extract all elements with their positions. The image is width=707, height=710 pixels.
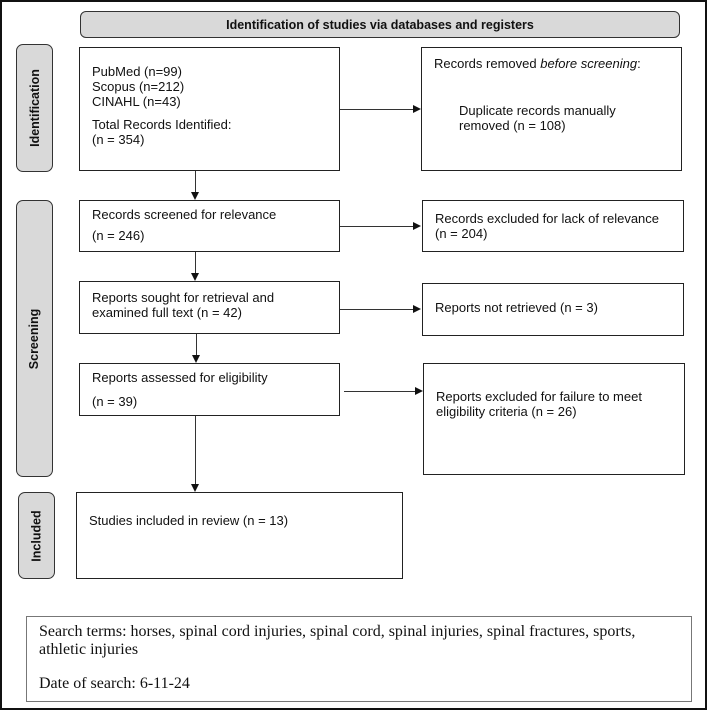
source-scopus: Scopus (n=212) (92, 79, 185, 94)
excluded-eligibility-text: Reports excluded for failure to meet eli… (436, 389, 642, 419)
arrow-down-icon (192, 355, 200, 363)
studies-included-box: Studies included in review (n = 13) (76, 492, 403, 579)
removed-prefix: Records removed (434, 56, 541, 71)
arrow-line (195, 416, 196, 484)
arrow-down-icon (191, 484, 199, 492)
arrow-right-icon (413, 105, 421, 113)
removed-heading: Records removed before screening: (434, 56, 669, 71)
phase-label: Included (29, 509, 44, 562)
phase-label: Identification (27, 69, 42, 147)
screened-label: Records screened for relevance (92, 207, 277, 222)
removed-suffix: : (637, 56, 641, 71)
phase-screening: Screening (16, 200, 53, 477)
arrow-line (344, 391, 416, 392)
assessed-label: Reports assessed for eligibility (92, 370, 268, 385)
arrow-line (340, 309, 414, 310)
reports-excluded-box: Reports excluded for failure to meet eli… (423, 363, 685, 475)
arrow-down-icon (191, 273, 199, 281)
title-text: Identification of studies via databases … (226, 17, 534, 32)
screened-value: (n = 246) (92, 228, 145, 243)
reports-not-retrieved-box: Reports not retrieved (n = 3) (422, 283, 684, 336)
arrow-down-icon (191, 192, 199, 200)
arrow-right-icon (413, 305, 421, 313)
records-screened-box: Records screened for relevance (n = 246) (79, 200, 340, 252)
records-excluded-box: Records excluded for lack of relevance (… (422, 200, 684, 252)
excluded-text: Records excluded for lack of relevance (… (435, 211, 660, 241)
records-removed-box: Records removed before screening: Duplic… (421, 47, 682, 171)
arrow-line (340, 226, 414, 227)
phase-label: Screening (27, 308, 42, 369)
not-retrieved-text: Reports not retrieved (n = 3) (435, 300, 598, 315)
search-notes-box: Search terms: horses, spinal cord injuri… (26, 616, 692, 702)
search-terms: Search terms: horses, spinal cord injuri… (39, 623, 636, 658)
source-cinahl: CINAHL (n=43) (92, 94, 181, 109)
studies-included-text: Studies included in review (n = 13) (89, 513, 289, 528)
arrow-line (195, 171, 196, 192)
arrow-line (340, 109, 414, 110)
arrow-line (195, 252, 196, 273)
arrow-right-icon (415, 387, 423, 395)
assessed-value: (n = 39) (92, 394, 138, 409)
arrow-line (196, 334, 197, 355)
source-pubmed: PubMed (n=99) (92, 64, 182, 79)
reports-sought-box: Reports sought for retrieval and examine… (79, 281, 340, 334)
phase-included: Included (18, 492, 55, 579)
search-date: Date of search: 6-11-24 (39, 675, 190, 692)
arrow-right-icon (413, 222, 421, 230)
removed-italic: before screening (540, 56, 638, 71)
diagram-title: Identification of studies via databases … (80, 11, 680, 38)
reports-assessed-box: Reports assessed for eligibility (n = 39… (79, 363, 340, 416)
total-label: Total Records Identified: (92, 117, 232, 132)
duplicates-text: Duplicate records manually removed (n = … (459, 103, 616, 133)
sought-text: Reports sought for retrieval and examine… (92, 290, 275, 320)
total-value: (n = 354) (92, 132, 145, 147)
phase-identification: Identification (16, 44, 53, 172)
records-identified-box: PubMed (n=99) Scopus (n=212) CINAHL (n=4… (79, 47, 340, 171)
